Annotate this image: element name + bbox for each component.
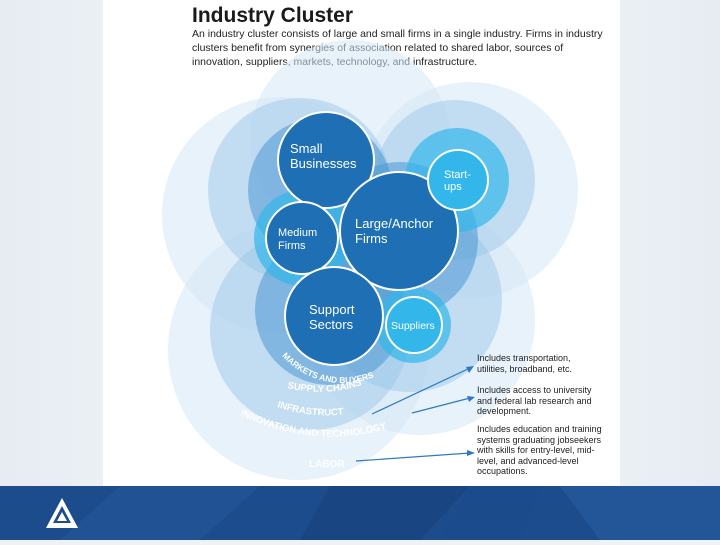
arrowhead-labor — [467, 450, 475, 456]
label-large-line1: Large/Anchor — [355, 216, 434, 231]
ring-label-labor: LABOR — [309, 459, 345, 470]
node-support-sectors — [284, 266, 384, 366]
annotation-infrastructure: Includes transportation, utilities, broa… — [477, 353, 573, 374]
node-large-anchor-firms — [339, 171, 459, 291]
label-startups-line1: Start- — [444, 169, 471, 181]
label-large-line2: Firms — [355, 231, 388, 246]
core-circles — [265, 111, 459, 366]
node-startups — [427, 149, 489, 211]
label-support-line2: Sectors — [309, 317, 354, 332]
triangle-logo-icon — [46, 498, 78, 528]
arrowhead-innovation — [467, 396, 475, 402]
label-support-line1: Support — [309, 302, 355, 317]
label-small-line2: Businesses — [290, 156, 357, 171]
page-title: Industry Cluster — [192, 4, 354, 27]
arrowhead-infrastructure — [466, 366, 474, 373]
arrow-infrastructure — [371, 367, 471, 415]
arrow-labor — [355, 452, 471, 462]
arrow-innovation — [411, 397, 471, 414]
label-startups-line2: ups — [444, 181, 462, 193]
label-medium-line1: Medium — [278, 227, 317, 239]
annotation-labor: Includes education and training systems … — [477, 424, 602, 476]
footer-band — [0, 486, 720, 540]
node-small-businesses — [277, 111, 375, 209]
label-small-line1: Small — [290, 141, 323, 156]
label-suppliers: Suppliers — [391, 320, 435, 332]
node-medium-firms — [265, 201, 339, 275]
annotation-innovation: Includes access to university and federa… — [477, 385, 592, 416]
node-suppliers — [385, 296, 443, 354]
label-medium-line2: Firms — [278, 240, 306, 252]
